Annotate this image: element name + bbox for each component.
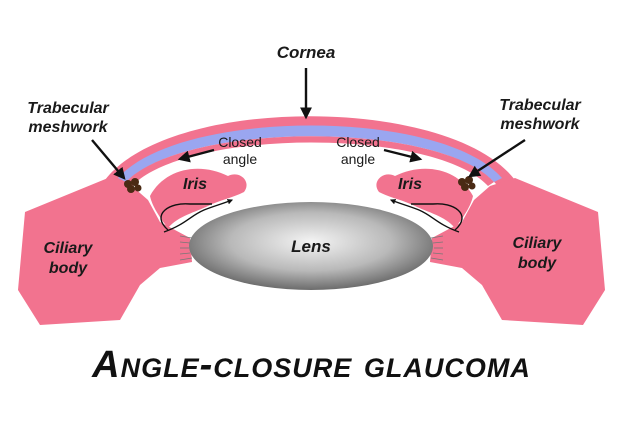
trabecular-meshwork-left [124,178,142,193]
flow-loop-right-outer [389,199,460,233]
zonule-fibers-left [179,235,193,261]
label-body-left: body [49,260,88,277]
trabecular-left-arrow [91,139,126,180]
label-meshwork-left: meshwork [28,119,108,136]
label-body-right: body [518,255,557,272]
ciliary-body-left [18,178,192,325]
label-closed-left: Closed [218,134,262,150]
label-angle-right: angle [341,151,375,167]
closed-angle-right-arrow [383,148,423,163]
label-lens: Lens [291,237,331,256]
cornea-outer [105,116,515,186]
flow-loop-left-outer [163,199,234,233]
iris-right [376,168,473,228]
cornea-inner-layer [118,125,502,182]
label-angle-left: angle [223,151,257,167]
label-trabecular-right: Trabecular [499,97,581,114]
ciliary-body-right [430,178,605,325]
iris-left [150,168,247,228]
trabecular-right-arrow [467,138,526,178]
label-cornea: Cornea [277,43,336,62]
cornea-inner-rim [126,136,494,186]
label-meshwork-right: meshwork [500,116,580,133]
diagram-title: Angle-closure glaucoma [92,344,531,386]
label-closed-right: Closed [336,134,380,150]
closed-angle-left-arrow [177,148,215,163]
zonule-fibers-right [430,235,444,261]
flow-loop-right [411,203,463,231]
label-iris-left: Iris [183,176,207,193]
lens [189,202,433,290]
label-ciliary-right: Ciliary [513,235,563,252]
flow-loop-left [160,203,212,231]
label-iris-right: Iris [398,176,422,193]
label-trabecular-left: Trabecular [27,100,109,117]
label-ciliary-left: Ciliary [44,240,94,257]
trabecular-meshwork-right [458,176,476,191]
